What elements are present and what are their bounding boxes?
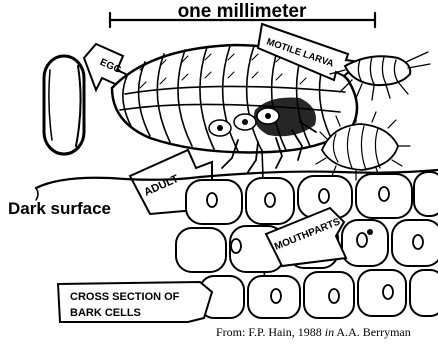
stylet-tip-cell-marker — [367, 229, 373, 235]
cross-section-label-line2: BARK CELLS — [70, 307, 141, 319]
dark-surface-label: Dark surface — [8, 199, 111, 218]
credit-prefix: From: F.P. Hain, 1988 — [216, 325, 325, 339]
credit-suffix: A.A. Berryman — [334, 325, 411, 339]
cross-section-label-line1: CROSS SECTION OF — [70, 291, 180, 303]
credit-in: in — [325, 325, 334, 339]
scale-label: one millimeter — [178, 1, 307, 22]
cross-section-box: CROSS SECTION OF BARK CELLS — [58, 282, 212, 322]
figure-credit: From: F.P. Hain, 1988 in A.A. Berryman — [216, 325, 411, 340]
egg-drawing — [44, 56, 84, 154]
